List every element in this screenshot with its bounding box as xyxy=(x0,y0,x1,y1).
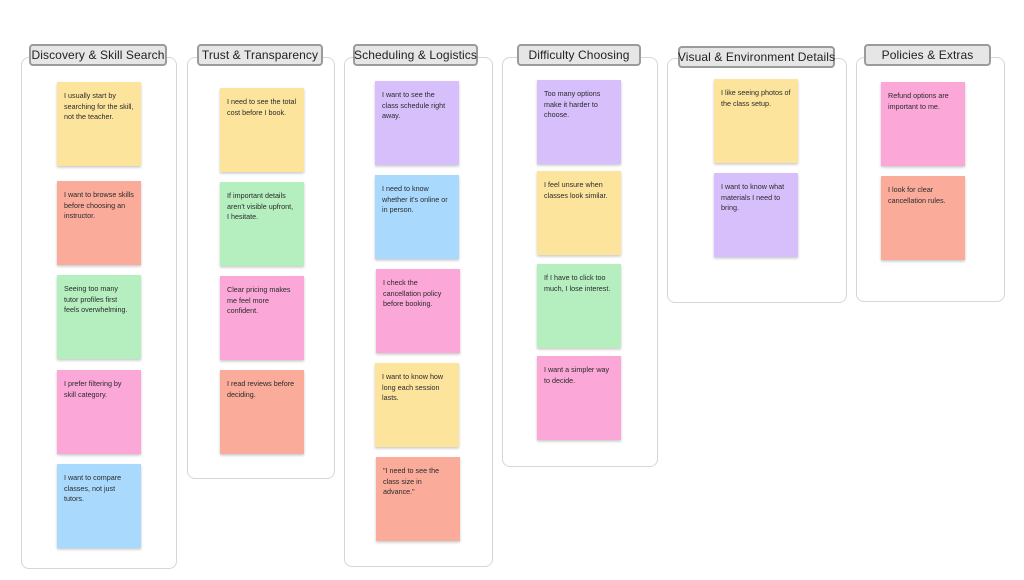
sticky-note[interactable]: "I need to see the class size in advance… xyxy=(376,457,460,541)
sticky-note[interactable]: I want a simpler way to decide. xyxy=(537,356,621,440)
sticky-note[interactable]: I want to see the class schedule right a… xyxy=(375,81,459,165)
group-header-visual[interactable]: Visual & Environment Details xyxy=(678,46,835,68)
sticky-note[interactable]: I like seeing photos of the class setup. xyxy=(714,79,798,163)
sticky-note[interactable]: I read reviews before deciding. xyxy=(220,370,304,454)
sticky-note[interactable]: Clear pricing makes me feel more confide… xyxy=(220,276,304,360)
sticky-note[interactable]: Refund options are important to me. xyxy=(881,82,965,166)
sticky-note[interactable]: I need to know whether it's online or in… xyxy=(375,175,459,259)
sticky-note[interactable]: I want to know how long each session las… xyxy=(375,363,459,447)
sticky-note[interactable]: If I have to click too much, I lose inte… xyxy=(537,264,621,348)
sticky-note[interactable]: I prefer filtering by skill category. xyxy=(57,370,141,454)
group-header-policies[interactable]: Policies & Extras xyxy=(864,44,991,66)
sticky-note[interactable]: I need to see the total cost before I bo… xyxy=(220,88,304,172)
sticky-note[interactable]: I look for clear cancellation rules. xyxy=(881,176,965,260)
sticky-note[interactable]: I usually start by searching for the ski… xyxy=(57,82,141,166)
sticky-note[interactable]: Seeing too many tutor profiles first fee… xyxy=(57,275,141,359)
sticky-note[interactable]: I check the cancellation policy before b… xyxy=(376,269,460,353)
sticky-note[interactable]: I feel unsure when classes look similar. xyxy=(537,171,621,255)
sticky-note[interactable]: I want to browse skills before choosing … xyxy=(57,181,141,265)
sticky-note[interactable]: Too many options make it harder to choos… xyxy=(537,80,621,164)
group-header-difficulty[interactable]: Difficulty Choosing xyxy=(517,44,641,66)
sticky-note[interactable]: I want to know what materials I need to … xyxy=(714,173,798,257)
group-header-trust[interactable]: Trust & Transparency xyxy=(197,44,323,66)
group-header-scheduling[interactable]: Scheduling & Logistics xyxy=(353,44,478,66)
sticky-note[interactable]: If important details aren't visible upfr… xyxy=(220,182,304,266)
group-header-discovery[interactable]: Discovery & Skill Search xyxy=(29,44,167,66)
sticky-note[interactable]: I want to compare classes, not just tuto… xyxy=(57,464,141,548)
